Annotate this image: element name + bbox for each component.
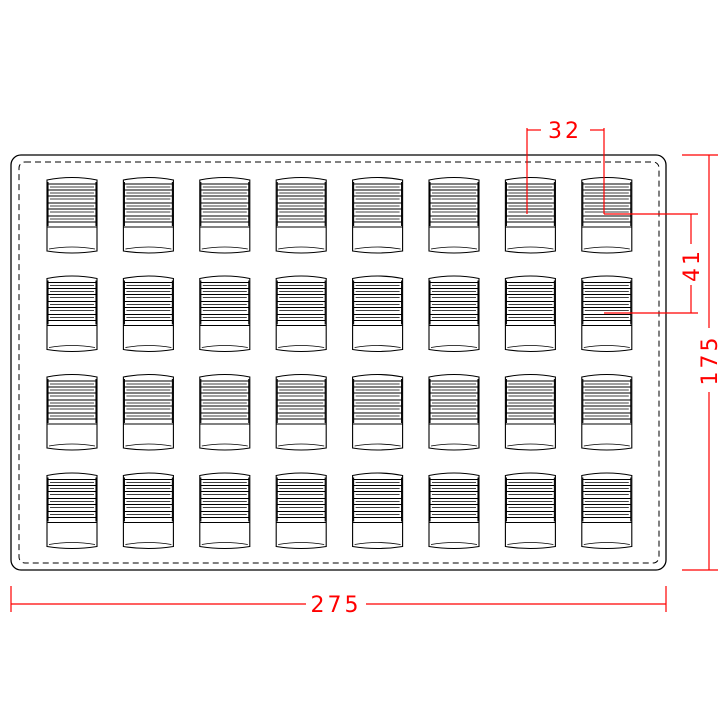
dimension-cavity-pitch [604,213,698,314]
cavity [122,373,174,451]
cavity [199,373,251,451]
cavity [352,472,404,550]
cavity [352,373,404,451]
cavity [275,373,327,451]
dimension-overall-width [10,586,667,612]
cavity [428,275,480,353]
dimension-label-32: 32 [548,119,582,144]
cavity [46,472,98,550]
cavity [46,373,98,451]
cavity [46,275,98,353]
dimension-overall-height [682,154,718,571]
cavity [46,176,98,254]
cavity [275,275,327,353]
cavity-grid [46,176,633,550]
dimension-cavity-width [526,128,605,214]
cavity [275,472,327,550]
cavity [504,275,556,353]
cavity [199,275,251,353]
dimension-label-175: 175 [698,335,720,386]
cavity [504,373,556,451]
cavity [352,176,404,254]
cavity [352,275,404,353]
cavity [428,176,480,254]
cavity [199,176,251,254]
cavity [428,472,480,550]
cavity [504,176,556,254]
dimension-label-275: 275 [311,593,362,618]
cavity [122,275,174,353]
cavity [275,176,327,254]
tray-inner-dashed-outline [18,161,660,564]
cavity [581,373,633,451]
cavity [504,472,556,550]
cavity [428,373,480,451]
cavity [199,472,251,550]
cavity [122,176,174,254]
cavity [581,472,633,550]
cavity [122,472,174,550]
cavity [581,176,633,254]
tray-outer-outline [10,154,667,571]
dimension-label-41: 41 [680,248,705,282]
cavity [581,275,633,353]
